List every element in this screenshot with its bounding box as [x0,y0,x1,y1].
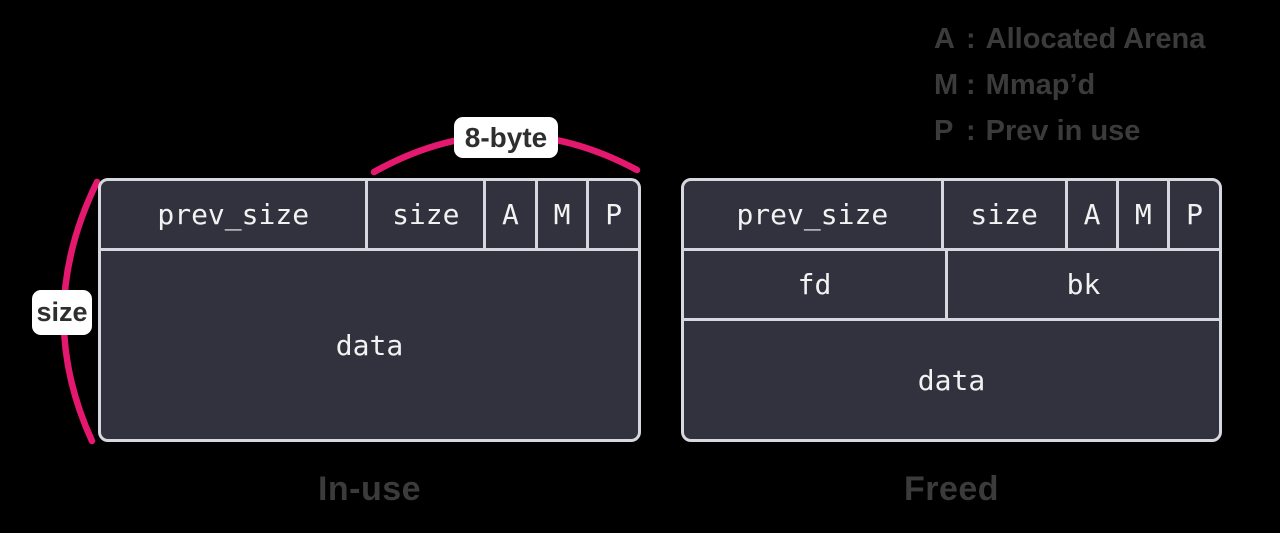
freed-caption: Freed [903,470,1000,508]
legend-separator: : [966,69,976,101]
freed-data-cell: data [917,363,986,397]
inuse-prev-size-cell: prev_size [157,198,310,231]
legend-item-prev-in-use: P : Prev in use [934,112,1205,150]
size-brace-badge: size [32,290,92,335]
legend-key: A [934,23,955,55]
freed-flag-a-cell: A [1064,181,1117,248]
legend-item-mmapd: M : Mmap’d [934,66,1205,104]
inuse-chunk-box: prev_size size A M P data [98,178,641,442]
inuse-data-row: data [101,248,638,439]
inuse-flag-a-cell: A [483,181,535,248]
freed-prev-size-cell: prev_size [736,198,889,231]
inuse-header-row: prev_size size A M P [101,181,638,248]
freed-fd-cell: fd [797,268,832,301]
freed-size-cell: size [940,181,1065,248]
inuse-data-cell: data [335,328,404,362]
legend-desc: Prev in use [985,115,1141,147]
legend-separator: : [966,23,976,55]
freed-chunk-box: prev_size size A M P fd bk data [681,178,1222,442]
inuse-flag-m-cell: M [534,181,587,248]
legend-key: M [934,69,959,101]
legend-desc: Mmap’d [985,69,1096,101]
inuse-caption: In-use [317,470,422,508]
freed-header-row: prev_size size A M P [684,181,1219,248]
legend-item-allocated-arena: A : Allocated Arena [934,20,1205,58]
inuse-size-cell: size [365,181,483,248]
legend-separator: : [966,115,976,147]
legend-key: P [934,115,954,147]
freed-flag-m-cell: M [1116,181,1167,248]
inuse-flag-p-cell: P [586,181,638,248]
freed-flag-p-cell: P [1167,181,1219,248]
byte-brace-badge: 8-byte [454,117,558,158]
freed-pointers-row: fd bk [684,248,1219,318]
freed-data-row: data [684,318,1219,439]
legend: A : Allocated Arena M : Mmap’d P : Prev … [934,20,1205,150]
freed-bk-cell: bk [945,251,1219,318]
legend-desc: Allocated Arena [985,23,1206,55]
